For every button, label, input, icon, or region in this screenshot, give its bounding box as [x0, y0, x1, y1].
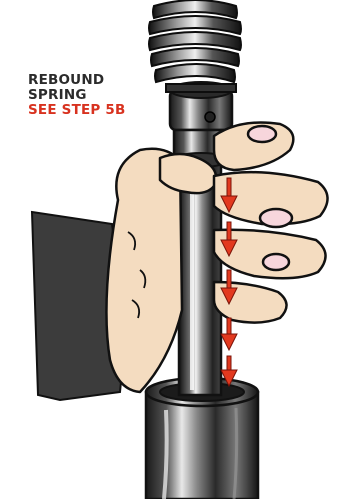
see-step-link[interactable]: SEE STEP 5B — [28, 103, 126, 118]
rebound-spring — [149, 0, 241, 92]
arrow-4 — [221, 318, 237, 350]
callout-line-1: REBOUND — [28, 73, 126, 88]
rebound-spring-callout: REBOUND SPRING SEE STEP 5B — [28, 73, 126, 118]
callout-line-2: SPRING — [28, 88, 126, 103]
